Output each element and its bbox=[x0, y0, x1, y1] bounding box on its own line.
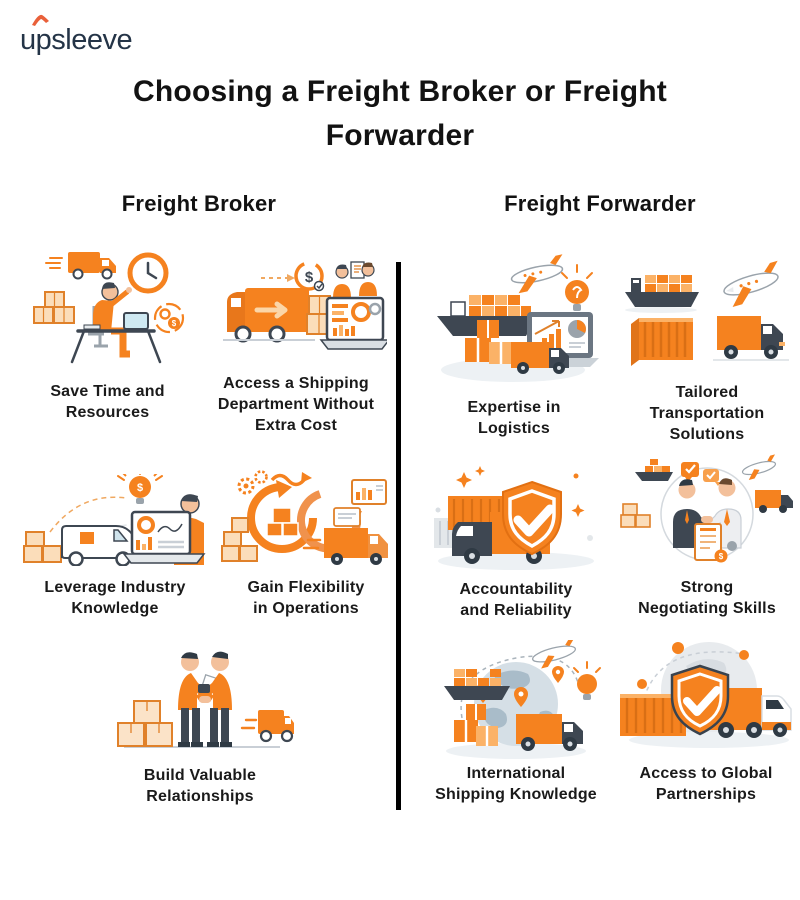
broker-item-relationships: Build Valuable Relationships bbox=[100, 644, 300, 808]
worker-at-desk-icon bbox=[70, 282, 161, 364]
column-divider bbox=[396, 262, 401, 810]
airplane-icon bbox=[741, 454, 777, 481]
cycle-boxes-icon bbox=[266, 507, 299, 537]
dollar-cycle-icon: $ bbox=[294, 261, 325, 292]
svg-text:$: $ bbox=[305, 269, 314, 286]
svg-text:$: $ bbox=[719, 552, 724, 561]
flexibility-illustration bbox=[221, 470, 388, 565]
businessman-light-icon bbox=[706, 478, 742, 549]
boxes-icon bbox=[117, 700, 173, 747]
delivery-truck-icon bbox=[223, 288, 315, 343]
gears-icon bbox=[237, 470, 268, 495]
airplane-icon bbox=[510, 254, 564, 294]
page-title: Choosing a Freight Broker or Freight For… bbox=[0, 70, 800, 158]
truck-icon bbox=[713, 316, 789, 361]
broker-item-flexibility: Gain Flexibility in Operations bbox=[220, 466, 392, 620]
logo-caret-icon bbox=[32, 14, 49, 26]
item-label: Save Time and Resources bbox=[50, 383, 165, 421]
gear-money-icon: $ bbox=[153, 302, 184, 334]
truck-icon bbox=[511, 342, 569, 374]
airplane-icon bbox=[723, 260, 779, 307]
title-line-1: Choosing a Freight Broker or Freight bbox=[133, 75, 667, 108]
expertise-illustration bbox=[437, 254, 599, 382]
idea-bulb-icon bbox=[561, 264, 593, 311]
item-label: Build Valuable Relationships bbox=[143, 767, 257, 805]
boxes-icon bbox=[454, 704, 498, 746]
contract-icon: $ bbox=[694, 523, 737, 563]
chart-screens-icon bbox=[333, 479, 387, 527]
businessman-right-icon bbox=[196, 651, 232, 747]
truck-icon bbox=[755, 490, 793, 513]
item-label: Gain Flexibility in Operations bbox=[247, 579, 365, 617]
international-illustration bbox=[444, 640, 601, 759]
forwarder-item-tailored: Tailored Transportation Solutions bbox=[618, 258, 796, 445]
item-label: Expertise in Logistics bbox=[467, 399, 561, 437]
partnerships-illustration bbox=[620, 642, 792, 748]
handshake-icon bbox=[701, 516, 713, 523]
forwarder-item-partnerships: Access to Global Partnerships bbox=[612, 638, 800, 806]
dashboard-laptop-icon bbox=[319, 296, 387, 350]
broker-item-shipping-department: $ bbox=[202, 256, 390, 436]
item-label: Access to Global Partnerships bbox=[639, 765, 773, 803]
truck-icon bbox=[240, 710, 294, 743]
shield-check-icon bbox=[670, 664, 730, 736]
truck-icon bbox=[67, 252, 116, 280]
item-label: Tailored Transportation Solutions bbox=[649, 384, 765, 443]
boxes-icon bbox=[221, 517, 258, 562]
industry-knowledge-illustration: $ bbox=[23, 474, 206, 566]
item-label: International Shipping Knowledge bbox=[435, 765, 597, 803]
cargo-ship-icon bbox=[625, 275, 699, 313]
boxes-icon bbox=[465, 320, 513, 364]
speed-lines-icon bbox=[44, 257, 63, 269]
column-header-freight-broker: Freight Broker bbox=[121, 191, 277, 216]
broker-item-save-time: $ Save Time and Resources bbox=[25, 246, 190, 424]
boxes-icon bbox=[23, 531, 62, 563]
truck-icon bbox=[302, 528, 388, 565]
logo-text: upsleeve bbox=[20, 24, 133, 56]
handshake-icon bbox=[199, 696, 211, 703]
cargo-ship-icon bbox=[444, 669, 510, 700]
boxes-icon bbox=[620, 503, 651, 528]
item-label: Accountability and Reliability bbox=[459, 581, 573, 619]
item-label: Access a Shipping Department Without Ext… bbox=[217, 375, 375, 434]
svg-text:$: $ bbox=[171, 319, 176, 328]
wavy-arrow-icon bbox=[270, 472, 312, 487]
idea-bulb-icon: $ bbox=[117, 474, 163, 504]
relationships-illustration bbox=[117, 651, 294, 748]
forwarder-item-international: International Shipping Knowledge bbox=[422, 640, 610, 806]
airplane-icon bbox=[531, 640, 577, 669]
clock-icon bbox=[127, 252, 168, 294]
shipping-department-illustration: $ bbox=[223, 261, 387, 350]
upsleeve-logo: upsleeve bbox=[20, 10, 150, 62]
team-icon bbox=[333, 261, 377, 298]
businessman-dark-icon bbox=[673, 479, 709, 548]
idea-bulb-icon bbox=[573, 661, 601, 700]
advisor-laptop-icon bbox=[122, 494, 206, 565]
ship-icon bbox=[635, 459, 673, 481]
accountability-illustration bbox=[434, 466, 594, 570]
sparkles-icon bbox=[456, 466, 585, 517]
shield-check-icon bbox=[502, 480, 562, 556]
forwarder-item-accountability: Accountability and Reliability bbox=[424, 460, 608, 622]
van-icon bbox=[61, 525, 139, 566]
tailored-illustration bbox=[625, 260, 789, 366]
item-label: Leverage Industry Knowledge bbox=[44, 579, 186, 617]
container-icon bbox=[631, 318, 693, 366]
title-line-2: Forwarder bbox=[325, 119, 475, 152]
forwarder-item-negotiating: $ Strong Negotiating Skills bbox=[616, 454, 798, 620]
svg-text:$: $ bbox=[137, 482, 143, 494]
forwarder-item-expertise: Expertise in Logistics bbox=[422, 254, 606, 440]
broker-item-industry-knowledge: $ Leverage Industry bbox=[20, 474, 210, 620]
column-header-freight-forwarder: Freight Forwarder bbox=[504, 191, 696, 216]
truck-icon bbox=[516, 714, 583, 751]
item-label: Strong Negotiating Skills bbox=[638, 579, 776, 617]
save-time-illustration: $ bbox=[32, 252, 184, 364]
negotiating-illustration: $ bbox=[620, 454, 793, 563]
